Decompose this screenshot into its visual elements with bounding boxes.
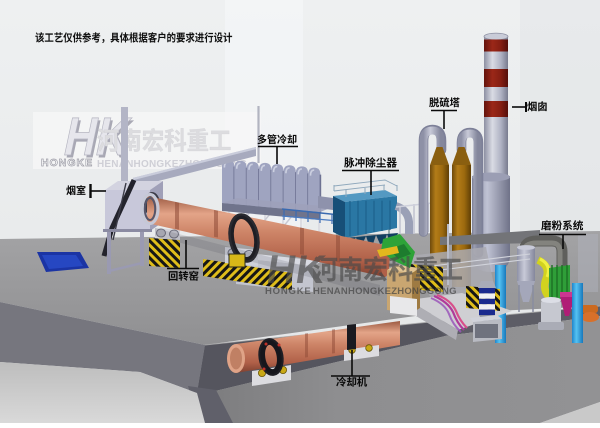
svg-text:HONGKE: HONGKE [265,286,312,297]
svg-text:HENANHONGKEZHONGGONG: HENANHONGKEZHONGGONG [313,286,457,297]
svg-text:HENANHONGKEZHONGGONG: HENANHONGKEZHONGGONG [97,159,247,170]
svg-text:HONGKE: HONGKE [41,157,93,169]
svg-text:HK: HK [264,247,329,292]
